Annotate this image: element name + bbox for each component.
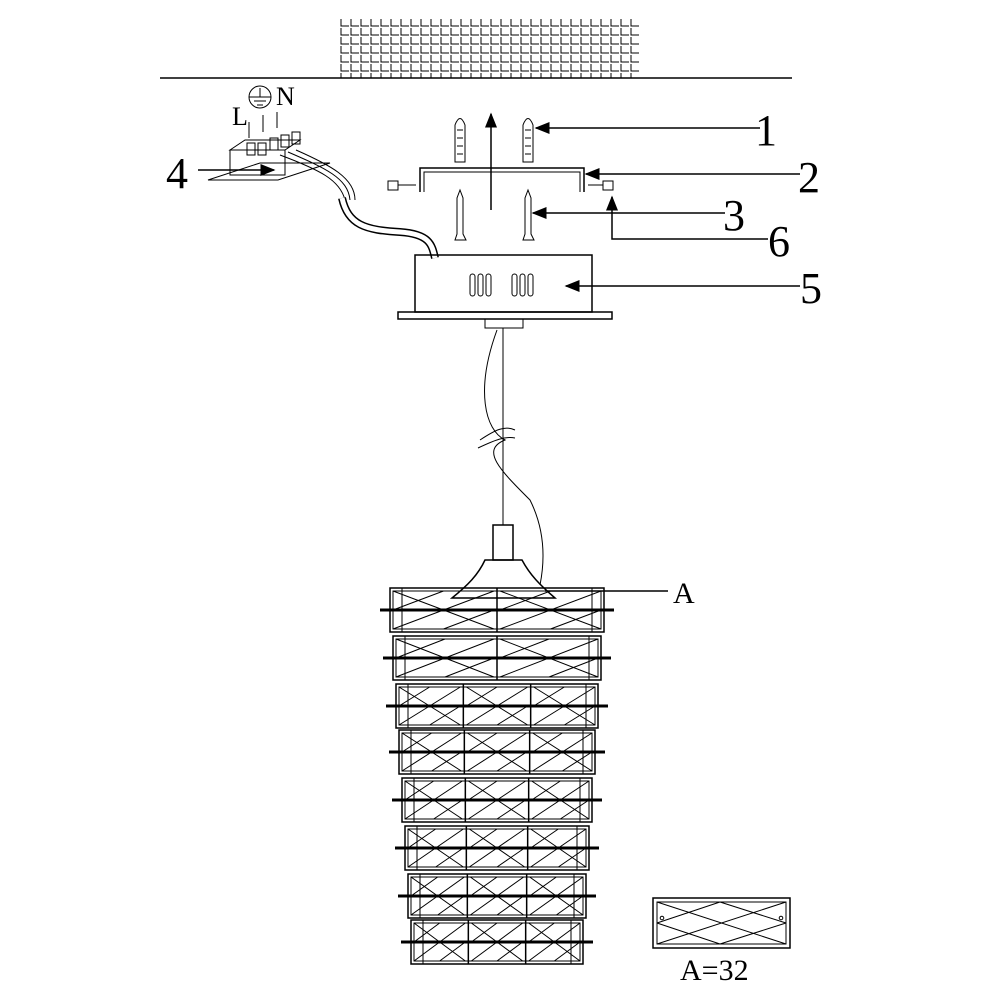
- crystal-tier: [389, 729, 605, 775]
- crystal-tiers: [380, 587, 614, 965]
- screws: [454, 188, 535, 241]
- crystal-tier: [380, 587, 614, 633]
- crystal-tier: [395, 825, 599, 871]
- ceiling: [160, 18, 792, 79]
- crystal-tier: [398, 873, 596, 919]
- label-part-3: 3: [723, 191, 745, 240]
- mounting-bracket: [419, 167, 585, 192]
- suspension-cable: [477, 328, 544, 586]
- terminal-block: [207, 112, 356, 201]
- canopy-box: [397, 254, 613, 329]
- crystal-sample: [652, 897, 791, 949]
- wall-anchors: [454, 118, 534, 163]
- label-live: L: [232, 102, 248, 131]
- leader-lines: [198, 122, 800, 592]
- crystal-tier: [386, 683, 608, 729]
- label-part-5: 5: [800, 264, 822, 313]
- crystal-tier: [383, 635, 611, 681]
- ground-symbol-icon: [248, 85, 272, 109]
- side-screws: [387, 180, 614, 191]
- crystal-tier: [401, 919, 593, 965]
- label-crystal-count: A=32: [680, 954, 749, 987]
- label-part-1: 1: [755, 106, 777, 155]
- label-part-2: 2: [798, 153, 820, 202]
- label-crystal: A: [673, 577, 695, 610]
- label-neutral: N: [276, 82, 295, 111]
- supply-cable: [338, 196, 439, 259]
- lamp-top: [449, 524, 558, 599]
- label-part-6: 6: [768, 217, 790, 266]
- crystal-tier: [392, 777, 602, 823]
- label-part-4: 4: [166, 149, 188, 198]
